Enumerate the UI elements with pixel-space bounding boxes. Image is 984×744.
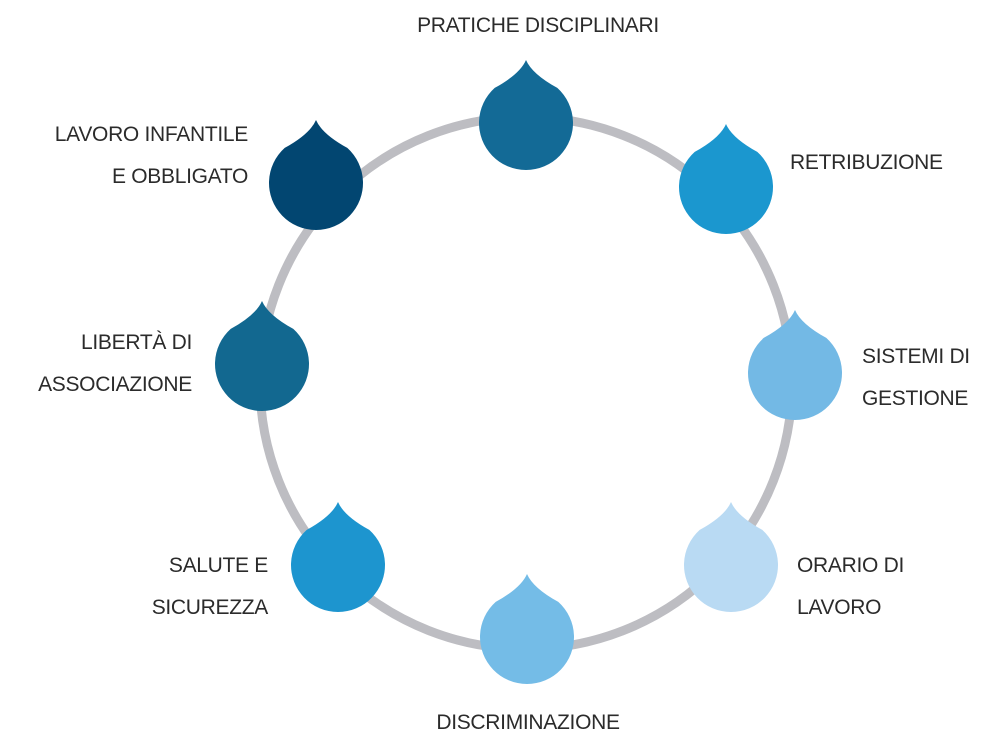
label-lavoro: LAVORO INFANTILE E OBBLIGATO xyxy=(54,123,249,188)
label-pratiche: PRATICHE DISCIPLINARI xyxy=(417,14,659,37)
droplet-discriminazione xyxy=(479,574,574,684)
droplet-salute xyxy=(291,502,386,612)
droplet-pratiche xyxy=(478,60,573,170)
label-liberta: LIBERTÀ DI ASSOCIAZIONE xyxy=(38,331,192,396)
label-orario: ORARIO DI LAVORO xyxy=(797,554,904,619)
droplet-orario xyxy=(683,502,778,612)
droplet-liberta xyxy=(214,301,309,411)
label-retribuzione: RETRIBUZIONE xyxy=(790,151,943,174)
label-sistemi: SISTEMI DI GESTIONE xyxy=(862,345,970,410)
droplet-lavoro xyxy=(268,120,363,230)
droplet-sistemi xyxy=(748,310,842,421)
label-salute: SALUTE E SICUREZZA xyxy=(151,554,269,619)
label-discriminazione: DISCRIMINAZIONE xyxy=(436,711,620,734)
droplet-retribuzione xyxy=(679,124,773,234)
